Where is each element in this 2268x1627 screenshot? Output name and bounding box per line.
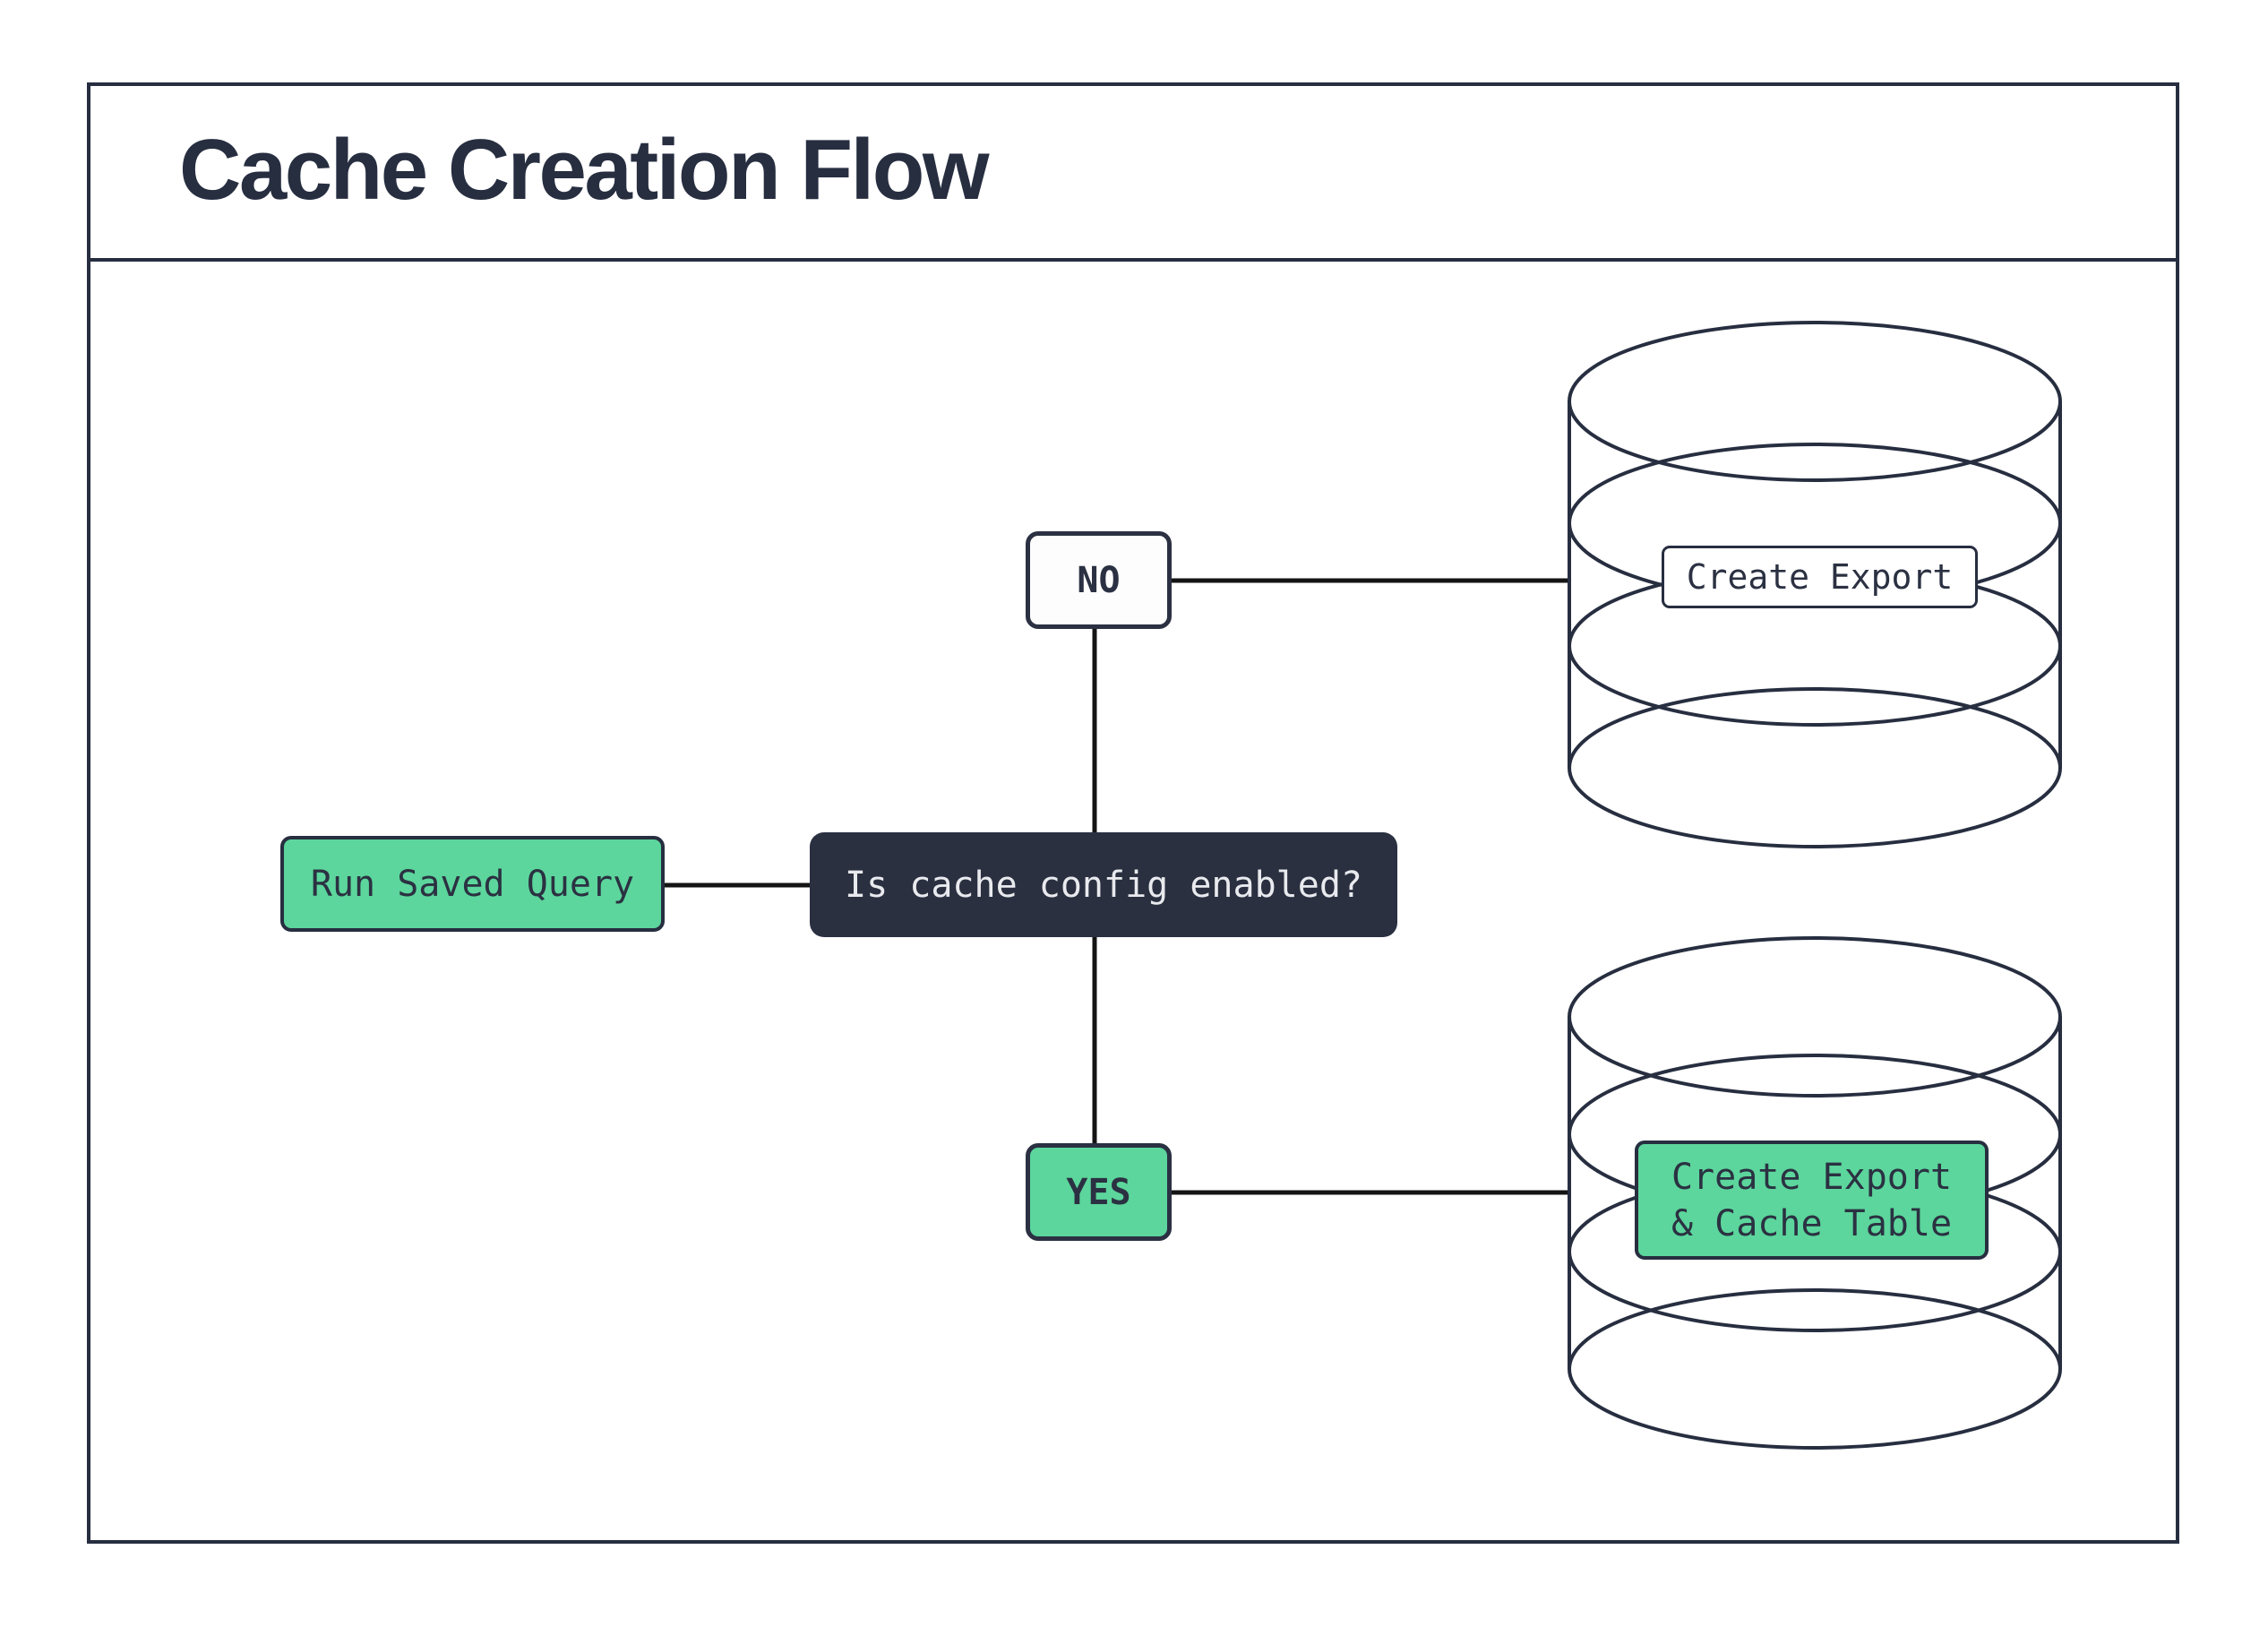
node-create-export-cache-table: Create Export & Cache Table [1635, 1141, 1989, 1260]
node-cache-config-decision-label: Is cache config enabled? [845, 864, 1362, 906]
node-cache-config-decision: Is cache config enabled? [810, 832, 1397, 937]
node-branch-yes-label: YES [1066, 1171, 1131, 1213]
node-create-export-cache-table-line2: & Cache Table [1671, 1202, 1953, 1244]
connector-lines [665, 578, 1569, 1195]
database-icon [1568, 936, 2062, 1450]
node-create-export: Create Export [1662, 546, 1978, 608]
page-title: Cache Creation Flow [179, 122, 990, 218]
node-branch-yes: YES [1026, 1143, 1172, 1241]
node-branch-no: NO [1026, 531, 1172, 629]
node-branch-no-label: NO [1077, 559, 1121, 601]
node-create-export-label: Create Export [1686, 557, 1954, 597]
title-band: Cache Creation Flow [87, 82, 2179, 262]
diagram-frame [87, 82, 2179, 1544]
node-run-saved-query: Run Saved Query [280, 836, 665, 932]
node-run-saved-query-label: Run Saved Query [310, 863, 635, 905]
node-create-export-cache-table-line1: Create Export [1671, 1156, 1953, 1198]
database-icon [1568, 321, 2062, 848]
